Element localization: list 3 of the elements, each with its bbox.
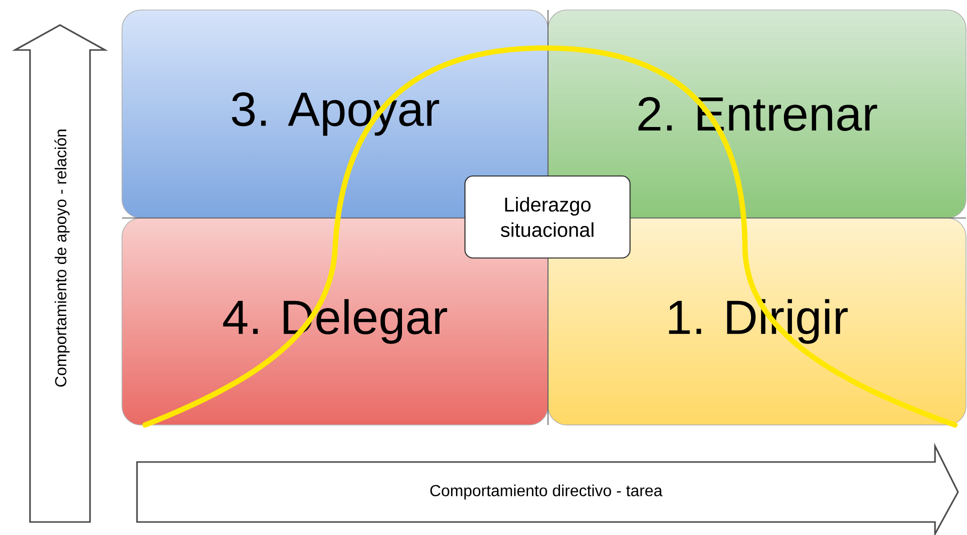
center-box: Liderazgo situacional (464, 175, 631, 259)
axis-label: Comportamiento directivo - tarea (430, 484, 662, 500)
axis-label: Comportamiento de apoyo - relación (54, 130, 70, 387)
